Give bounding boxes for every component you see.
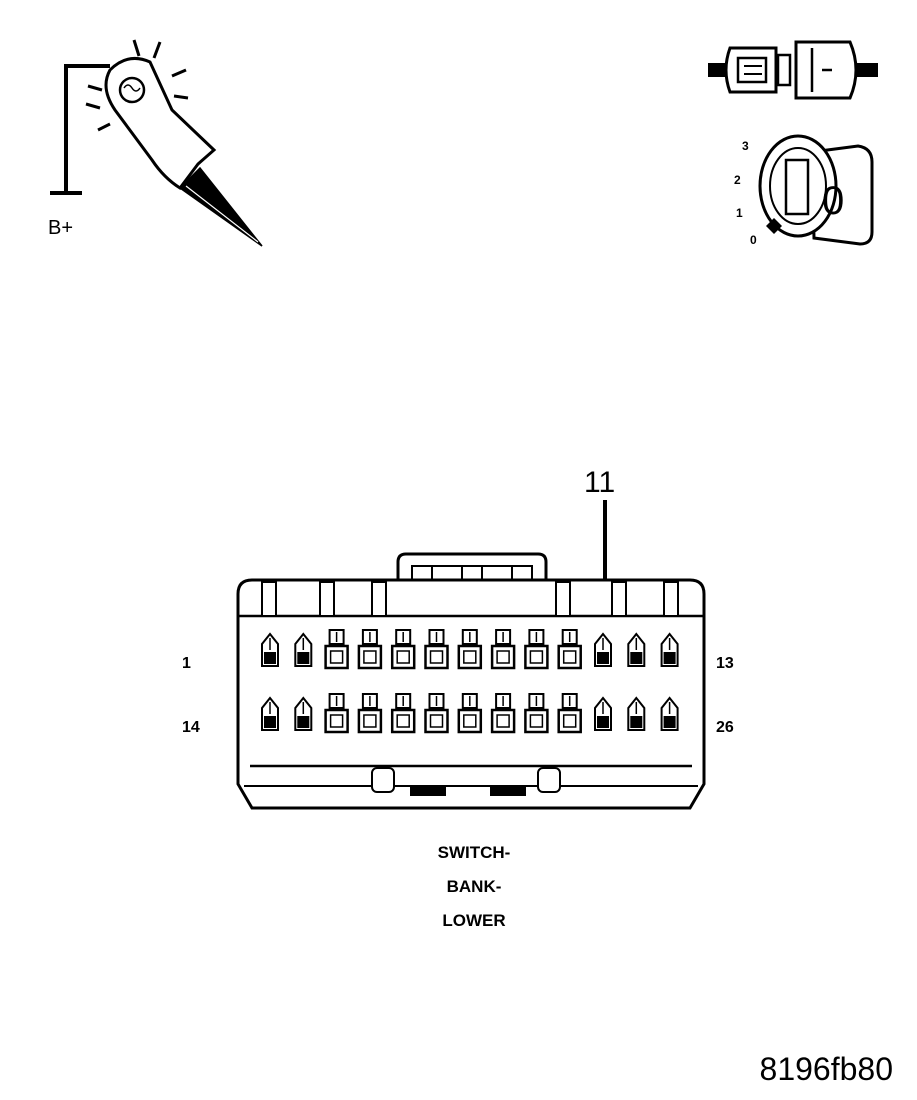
pin-cavity [524,693,549,734]
ignition-key-icon [758,134,874,246]
pin-cavity [294,696,313,731]
ignition-position-0: 0 [750,233,757,247]
pin-cavity [324,693,349,734]
pin-cavity [660,632,679,667]
pin-label-26: 26 [716,719,734,736]
callout-pin-number: 11 [584,466,615,499]
pin-cavity [390,693,416,734]
pin-label-1: 1 [182,655,191,672]
pin-cavity [594,696,612,731]
pin-label-13: 13 [716,655,734,672]
pin-cavity [390,629,416,670]
pin-cavity [294,632,313,667]
test-light-probe-icon [50,39,263,247]
connector-name-line-3: LOWER [442,911,505,930]
pin-cavity [357,693,383,734]
supply-label: B+ [48,217,73,239]
pin-cavity [627,696,646,731]
pin-cavity [424,693,449,734]
pin-cavity [324,629,349,670]
pin-cavity [557,629,582,670]
pin-cavity [627,632,646,667]
pin-cavity [261,696,279,731]
pin-cavity [261,632,279,667]
pin-label-14: 14 [182,719,200,736]
pin-cavity [594,632,612,667]
ignition-position-2: 2 [734,173,741,187]
connector-disconnected-icon [708,40,878,100]
figure-id: 8196fb80 [760,1051,893,1087]
ignition-key-label: 0 [822,179,844,223]
pin-cavity [424,629,449,670]
pin-cavity [660,696,679,731]
pin-cavity [490,629,516,670]
connector-name-line-2: BANK- [447,877,502,896]
ignition-position-3: 3 [742,139,749,153]
pin-cavity [457,693,483,734]
pin-cavity [524,629,549,670]
connector-pins [261,629,679,734]
connector-body [236,552,706,810]
pin-cavity [557,693,582,734]
connector-name-line-1: SWITCH- [438,843,511,862]
pin-cavity [490,693,516,734]
pin-cavity [457,629,483,670]
ignition-position-1: 1 [736,206,743,220]
pin-cavity [357,629,383,670]
